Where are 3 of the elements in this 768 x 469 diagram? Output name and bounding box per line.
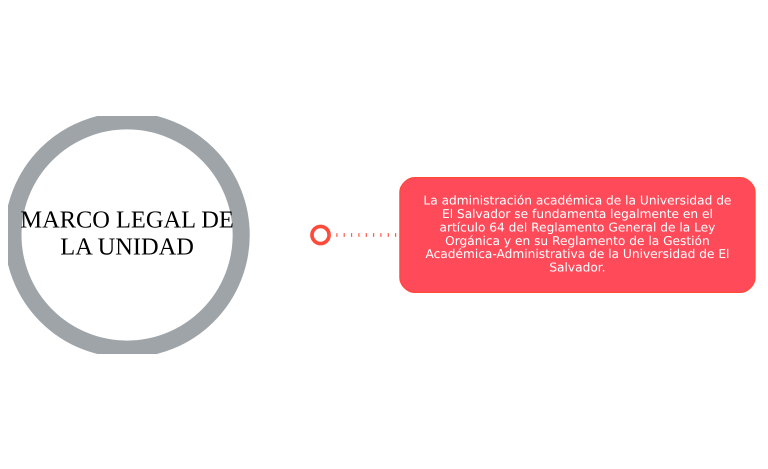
node-box: La administración académica de la Universidad de El Salvador se fundamenta legalmente en el artículo 64 del Reglamento General de la Ley Orgánica y en su Reglamento de la Gestión Académica-Administrativa de la Universidad de El Salvador.: [399, 176, 756, 292]
node-circle: MARCO LEGAL DE LA UNIDAD: [8, 116, 250, 354]
node-circle: [310, 224, 331, 245]
